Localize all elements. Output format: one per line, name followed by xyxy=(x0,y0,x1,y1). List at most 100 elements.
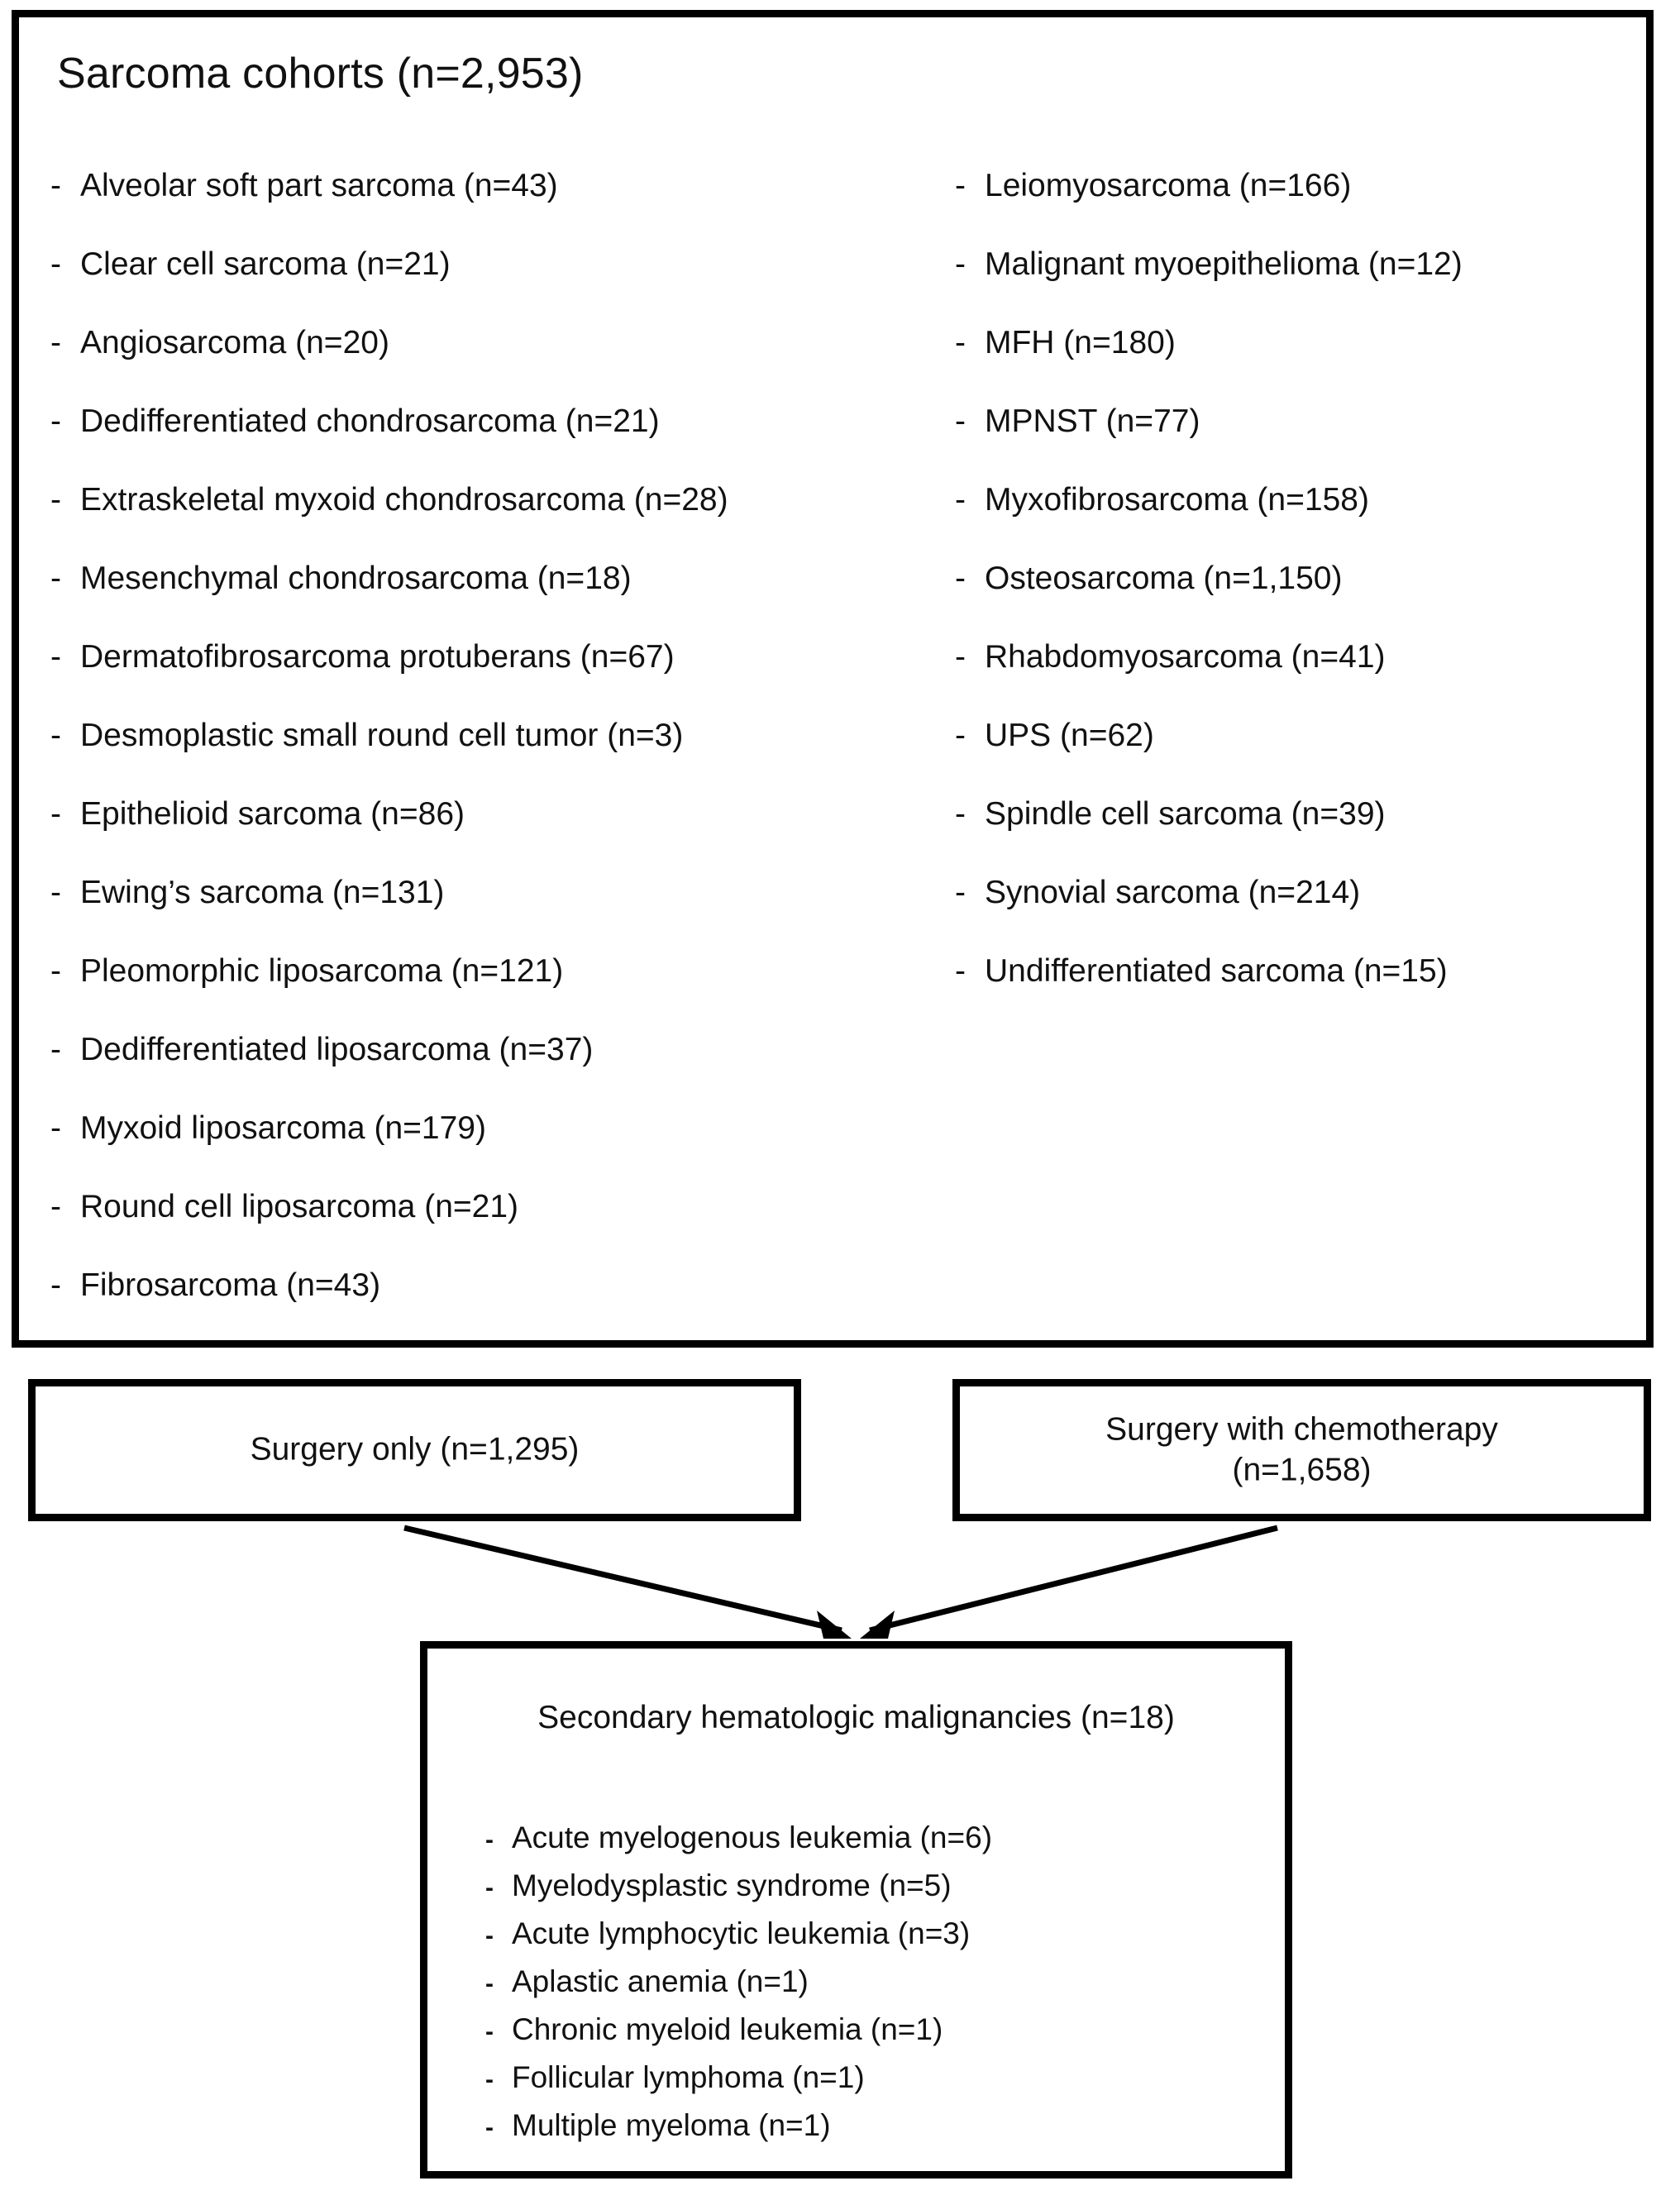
bullet-dash-icon: - xyxy=(50,482,61,518)
surgery-with-chemotherapy-label: Surgery with chemotherapy (n=1,658) xyxy=(960,1410,1644,1491)
cohort-item-label: MPNST (n=77) xyxy=(985,403,1200,439)
surgery-with-chemotherapy-label-line2: (n=1,658) xyxy=(1232,1452,1372,1487)
outcome-list-item: - Acute lymphocytic leukemia (n=3) xyxy=(485,1916,1268,1964)
cohort-list-item: - MFH (n=180) xyxy=(955,325,1633,403)
outcome-item-label: Multiple myeloma (n=1) xyxy=(512,2108,831,2142)
outcome-list-item: - Multiple myeloma (n=1) xyxy=(485,2108,1268,2156)
bullet-dash-icon: - xyxy=(955,953,966,989)
bullet-dash-icon: - xyxy=(50,246,61,282)
bullet-dash-icon: - xyxy=(485,2018,494,2045)
outcome-list-item: - Chronic myeloid leukemia (n=1) xyxy=(485,2012,1268,2060)
cohort-item-label: Desmoplastic small round cell tumor (n=3… xyxy=(80,718,684,753)
sarcoma-cohorts-box: Sarcoma cohorts (n=2,953) - Alveolar sof… xyxy=(12,10,1654,1348)
bullet-dash-icon: - xyxy=(955,482,966,518)
secondary-hematologic-malignancies-box: Secondary hematologic malignancies (n=18… xyxy=(420,1641,1292,2179)
cohort-list-item: - Spindle cell sarcoma (n=39) xyxy=(955,796,1633,875)
bullet-dash-icon: - xyxy=(50,325,61,360)
cohort-item-label: Dermatofibrosarcoma protuberans (n=67) xyxy=(80,639,675,675)
cohort-item-label: Myxoid liposarcoma (n=179) xyxy=(80,1110,486,1146)
cohort-item-label: Alveolar soft part sarcoma (n=43) xyxy=(80,168,558,203)
cohort-item-label: Osteosarcoma (n=1,150) xyxy=(985,561,1343,596)
bullet-dash-icon: - xyxy=(50,796,61,832)
bullet-dash-icon: - xyxy=(955,718,966,753)
cohort-list-item: - Mesenchymal chondrosarcoma (n=18) xyxy=(50,561,877,639)
cohort-item-label: Myxofibrosarcoma (n=158) xyxy=(985,482,1369,518)
outcome-box-title: Secondary hematologic malignancies (n=18… xyxy=(537,1700,1175,1735)
cohort-item-label: Fibrosarcoma (n=43) xyxy=(80,1267,381,1303)
cohort-item-label: UPS (n=62) xyxy=(985,718,1154,753)
arrow-surgery-chemo-to-outcome xyxy=(860,1525,1278,1639)
outcome-item-label: Acute myelogenous leukemia (n=6) xyxy=(512,1821,993,1854)
cohort-item-label: Malignant myoepithelioma (n=12) xyxy=(985,246,1463,282)
bullet-dash-icon: - xyxy=(50,403,61,439)
bullet-dash-icon: - xyxy=(955,325,966,360)
bullet-dash-icon: - xyxy=(955,561,966,596)
cohort-list-item: - UPS (n=62) xyxy=(955,718,1633,796)
bullet-dash-icon: - xyxy=(955,796,966,832)
surgery-only-label: Surgery only (n=1,295) xyxy=(250,1431,580,1467)
cohort-list-item: - Undifferentiated sarcoma (n=15) xyxy=(955,953,1633,1032)
surgery-only-box: Surgery only (n=1,295) xyxy=(28,1379,801,1521)
cohort-item-label: Leiomyosarcoma (n=166) xyxy=(985,168,1352,203)
bullet-dash-icon: - xyxy=(955,639,966,675)
cohort-list-item: - Rhabdomyosarcoma (n=41) xyxy=(955,639,1633,718)
cohort-item-label: Ewing’s sarcoma (n=131) xyxy=(80,875,445,910)
outcome-item-label: Acute lymphocytic leukemia (n=3) xyxy=(512,1916,971,1950)
bullet-dash-icon: - xyxy=(50,561,61,596)
cohort-list-item: - Epithelioid sarcoma (n=86) xyxy=(50,796,877,875)
bullet-dash-icon: - xyxy=(50,639,61,675)
bullet-dash-icon: - xyxy=(485,2114,494,2141)
bullet-dash-icon: - xyxy=(485,1874,494,1902)
bullet-dash-icon: - xyxy=(50,1189,61,1224)
cohort-list-item: - Osteosarcoma (n=1,150) xyxy=(955,561,1633,639)
cohort-list-right-column: - Leiomyosarcoma (n=166) - Malignant myo… xyxy=(955,168,1633,1032)
cohort-list-item: - Dedifferentiated chondrosarcoma (n=21) xyxy=(50,403,877,482)
cohort-item-label: Dedifferentiated liposarcoma (n=37) xyxy=(80,1032,594,1067)
outcome-list-item: - Aplastic anemia (n=1) xyxy=(485,1964,1268,2012)
outcome-list-item: - Acute myelogenous leukemia (n=6) xyxy=(485,1821,1268,1868)
bullet-dash-icon: - xyxy=(50,1110,61,1146)
cohort-item-label: Pleomorphic liposarcoma (n=121) xyxy=(80,953,564,989)
outcome-item-label: Aplastic anemia (n=1) xyxy=(512,1964,809,1998)
cohort-list-item: - Alveolar soft part sarcoma (n=43) xyxy=(50,168,877,246)
bullet-dash-icon: - xyxy=(50,168,61,203)
bullet-dash-icon: - xyxy=(50,1267,61,1303)
outcome-item-label: Chronic myeloid leukemia (n=1) xyxy=(512,2012,943,2046)
cohort-list-item: - Leiomyosarcoma (n=166) xyxy=(955,168,1633,246)
cohort-list-item: - MPNST (n=77) xyxy=(955,403,1633,482)
cohort-list-item: - Clear cell sarcoma (n=21) xyxy=(50,246,877,325)
bullet-dash-icon: - xyxy=(955,246,966,282)
cohort-list-item: - Angiosarcoma (n=20) xyxy=(50,325,877,403)
cohort-item-label: Rhabdomyosarcoma (n=41) xyxy=(985,639,1386,675)
bullet-dash-icon: - xyxy=(485,1922,494,1949)
surgery-with-chemotherapy-label-line1: Surgery with chemotherapy xyxy=(1105,1411,1498,1448)
cohort-list-item: - Dedifferentiated liposarcoma (n=37) xyxy=(50,1032,877,1110)
cohort-item-label: Extraskeletal myxoid chondrosarcoma (n=2… xyxy=(80,482,728,518)
cohort-box-title: Sarcoma cohorts (n=2,953) xyxy=(57,50,584,98)
cohort-item-label: MFH (n=180) xyxy=(985,325,1176,360)
bullet-dash-icon: - xyxy=(485,1970,494,1997)
outcome-item-label: Follicular lymphoma (n=1) xyxy=(512,2060,865,2094)
cohort-item-label: Spindle cell sarcoma (n=39) xyxy=(985,796,1386,832)
cohort-list-item: - Round cell liposarcoma (n=21) xyxy=(50,1189,877,1267)
cohort-item-label: Synovial sarcoma (n=214) xyxy=(985,875,1361,910)
cohort-list-item: - Extraskeletal myxoid chondrosarcoma (n… xyxy=(50,482,877,561)
cohort-list-item: - Synovial sarcoma (n=214) xyxy=(955,875,1633,953)
bullet-dash-icon: - xyxy=(50,875,61,910)
outcome-list-item: - Myelodysplastic syndrome (n=5) xyxy=(485,1868,1268,1916)
cohort-item-label: Round cell liposarcoma (n=21) xyxy=(80,1189,519,1224)
bullet-dash-icon: - xyxy=(50,1032,61,1067)
cohort-item-label: Dedifferentiated chondrosarcoma (n=21) xyxy=(80,403,660,439)
cohort-list-item: - Myxoid liposarcoma (n=179) xyxy=(50,1110,877,1189)
bullet-dash-icon: - xyxy=(485,2066,494,2093)
cohort-list-item: - Dermatofibrosarcoma protuberans (n=67) xyxy=(50,639,877,718)
cohort-list-item: - Malignant myoepithelioma (n=12) xyxy=(955,246,1633,325)
bullet-dash-icon: - xyxy=(50,718,61,753)
cohort-list-item: - Fibrosarcoma (n=43) xyxy=(50,1267,877,1346)
cohort-item-label: Epithelioid sarcoma (n=86) xyxy=(80,796,465,832)
cohort-list-item: - Desmoplastic small round cell tumor (n… xyxy=(50,718,877,796)
cohort-list-left-column: - Alveolar soft part sarcoma (n=43) - Cl… xyxy=(50,168,877,1346)
surgery-with-chemotherapy-box: Surgery with chemotherapy (n=1,658) xyxy=(952,1379,1651,1521)
cohort-item-label: Undifferentiated sarcoma (n=15) xyxy=(985,953,1448,989)
